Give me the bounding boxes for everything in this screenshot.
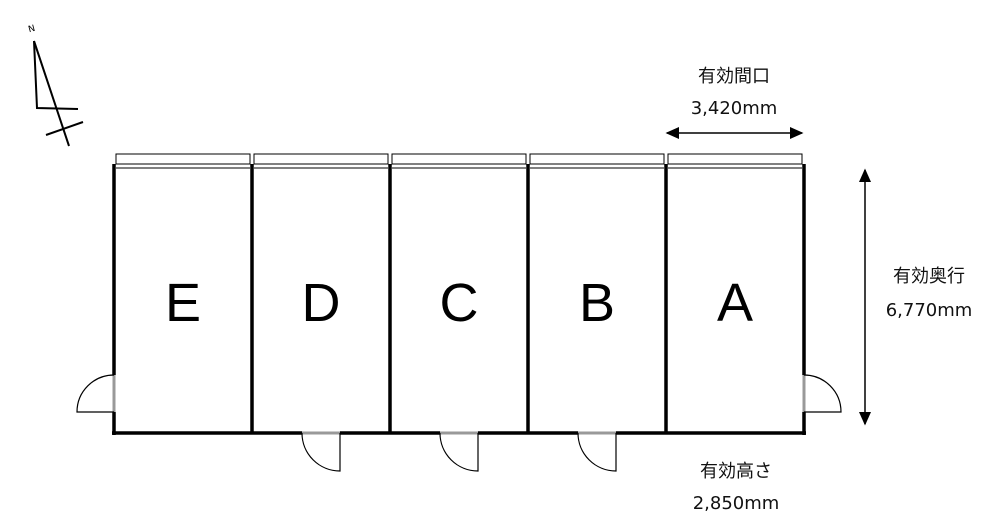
doors xyxy=(76,374,842,472)
height-label: 有効高さ xyxy=(700,461,772,482)
width-label: 有効間口 xyxy=(698,66,770,87)
unit-d-label: D xyxy=(301,273,341,333)
door-c xyxy=(439,431,479,472)
depth-label: 有効奥行 xyxy=(893,266,965,287)
door-e xyxy=(76,374,116,413)
depth-value: 6,770mm xyxy=(885,300,973,321)
width-value: 3,420mm xyxy=(690,98,778,119)
door-b xyxy=(577,431,617,472)
unit-c-label: C xyxy=(439,273,479,333)
unit-b-label: B xyxy=(578,273,616,333)
height-value: 2,850mm xyxy=(692,493,780,514)
north-label: N xyxy=(27,24,36,35)
north-arrow-icon: N xyxy=(27,24,84,147)
unit-a-label: A xyxy=(716,273,754,333)
unit-e-label: E xyxy=(164,273,202,333)
door-d xyxy=(301,431,341,472)
door-a xyxy=(802,374,842,413)
walls xyxy=(112,164,806,435)
roof-strips xyxy=(115,153,803,169)
